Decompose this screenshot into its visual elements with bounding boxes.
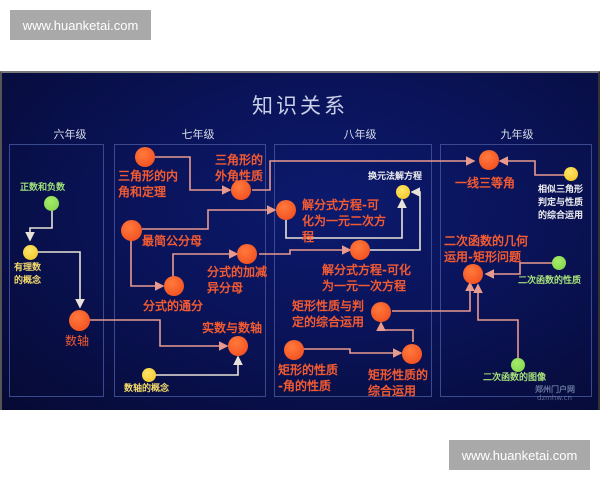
label-fractional-eq-quadratic: 解分式方程-可 化为一元二次方 程 — [302, 198, 387, 244]
label-rectangle-comprehensive: 矩形性质的 综合运用 — [368, 368, 429, 398]
node-quadratic-geometry[interactable] — [463, 264, 483, 284]
node-rectangle-judgement[interactable] — [371, 302, 391, 322]
node-triangle-exterior-angle[interactable] — [231, 180, 251, 200]
label-positive-negative-numbers: 正数和负数 — [20, 183, 66, 193]
node-fraction-add-subtract[interactable] — [237, 244, 257, 264]
label-quadratic-geometry: 二次函数的几何 运用-矩形问题 — [444, 234, 529, 264]
label-substitution-method: 换元法解方程 — [368, 172, 423, 182]
node-rational-number-concept[interactable] — [23, 245, 38, 260]
label-similar-triangles: 相似三角形 判定与性质 的综合运用 — [538, 185, 584, 221]
node-fractional-eq-quadratic[interactable] — [276, 200, 296, 220]
label-lcd: 最简公分母 — [142, 234, 203, 248]
column-grade-9 — [440, 144, 592, 397]
label-fractional-eq-linear: 解分式方程-可化 为一元一次方程 — [322, 263, 411, 293]
node-number-axis-concept[interactable] — [142, 368, 156, 382]
node-positive-negative-numbers[interactable] — [44, 196, 59, 211]
node-similar-triangles[interactable] — [564, 167, 578, 181]
column-grade-6 — [9, 144, 104, 397]
node-quadratic-properties[interactable] — [552, 256, 566, 270]
watermark-top: www.huanketai.com — [10, 10, 151, 40]
node-number-axis[interactable] — [69, 310, 90, 331]
grade-label-6: 六年级 — [53, 128, 87, 141]
node-fraction-common-denominator[interactable] — [164, 276, 184, 296]
label-number-axis: 数轴 — [65, 334, 90, 348]
label-rectangle-angle-property: 矩形的性质 -角的性质 — [278, 363, 339, 393]
node-fractional-eq-linear[interactable] — [350, 240, 370, 260]
grade-label-8: 八年级 — [343, 128, 377, 141]
label-fraction-add-subtract: 分式的加减 异分母 — [207, 265, 268, 295]
node-triangle-interior-angles[interactable] — [135, 147, 155, 167]
node-lcd[interactable] — [121, 220, 142, 241]
logo-watermark: 郑州门户网 — [535, 385, 575, 394]
diagram-title: 知识关系 — [252, 94, 348, 118]
grade-label-7: 七年级 — [181, 128, 215, 141]
watermark-bottom: www.huanketai.com — [449, 440, 590, 470]
column-grade-8 — [274, 144, 432, 397]
node-substitution-method[interactable] — [396, 185, 410, 199]
node-one-line-three-angles[interactable] — [479, 150, 499, 170]
label-rational-number-concept: 有理数 的概念 — [14, 263, 42, 286]
column-grade-7 — [114, 144, 266, 397]
grade-label-9: 九年级 — [500, 128, 534, 141]
label-number-axis-concept: 数轴的概念 — [124, 384, 170, 394]
label-rectangle-judgement: 矩形性质与判 定的综合运用 — [292, 299, 365, 329]
label-triangle-interior-angles: 三角形的内 角和定理 — [118, 169, 179, 199]
logo-watermark-sub: dzmhw.cn — [537, 394, 572, 402]
label-quadratic-properties: 二次函数的性质 — [518, 276, 582, 286]
label-one-line-three-angles: 一线三等角 — [455, 176, 516, 190]
node-rectangle-angle-property[interactable] — [284, 340, 304, 360]
label-triangle-exterior-angle: 三角形的 外角性质 — [215, 153, 264, 183]
label-quadratic-graph: 二次函数的图像 — [483, 373, 547, 383]
label-real-numbers-axis: 实数与数轴 — [202, 321, 263, 335]
node-real-numbers-axis[interactable] — [228, 336, 248, 356]
node-quadratic-graph[interactable] — [511, 358, 525, 372]
label-fraction-common-denominator: 分式的通分 — [143, 299, 204, 313]
node-rectangle-comprehensive[interactable] — [402, 344, 422, 364]
